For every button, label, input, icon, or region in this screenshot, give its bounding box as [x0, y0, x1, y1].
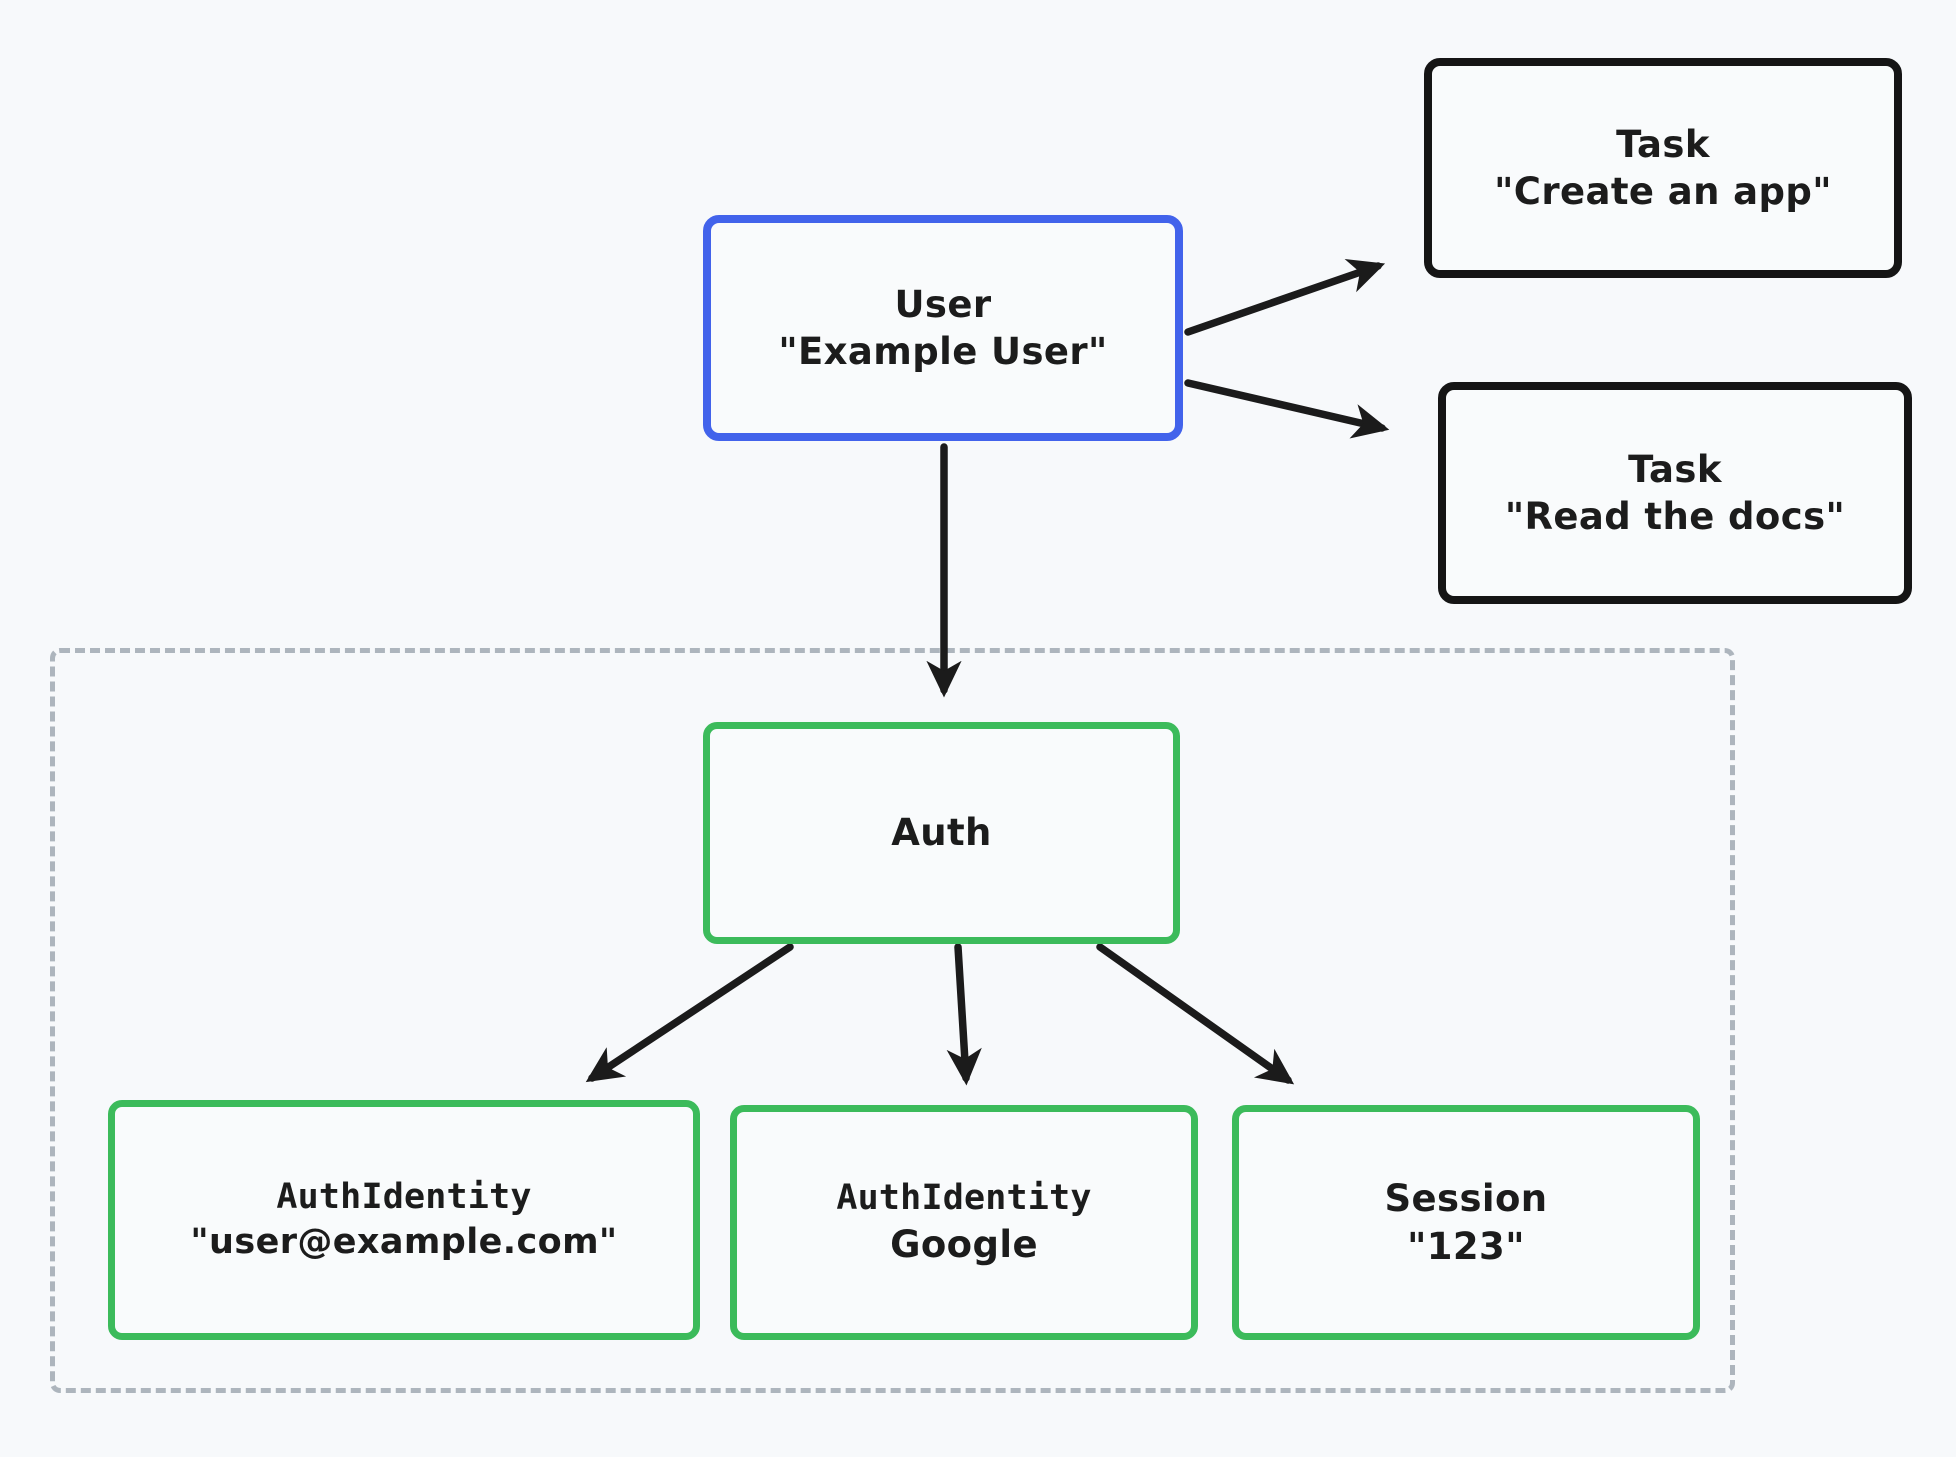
edge-user-to-task-read-docs	[1184, 379, 1390, 439]
node-session-title: Session	[1384, 1177, 1548, 1221]
node-task-create-app-title: Task	[1616, 122, 1710, 166]
node-user[interactable]: User "Example User"	[703, 215, 1183, 441]
node-user-title: User	[894, 282, 992, 326]
node-auth-identity-email-subtitle: "user@example.com"	[190, 1222, 618, 1262]
node-session-subtitle: "123"	[1407, 1224, 1525, 1268]
edge-user-to-task-create-app	[1184, 258, 1386, 336]
node-task-read-docs-title: Task	[1628, 447, 1722, 491]
node-task-create-app-subtitle: "Create an app"	[1494, 170, 1832, 213]
node-task-create-app[interactable]: Task "Create an app"	[1424, 58, 1902, 278]
node-user-subtitle: "Example User"	[778, 330, 1108, 373]
node-auth-title: Auth	[891, 811, 992, 855]
node-auth[interactable]: Auth	[703, 722, 1180, 944]
node-task-read-docs[interactable]: Task "Read the docs"	[1438, 382, 1912, 604]
node-auth-identity-google[interactable]: AuthIdentity Google	[730, 1105, 1198, 1340]
node-task-read-docs-subtitle: "Read the docs"	[1504, 495, 1846, 538]
auth-group-container	[50, 648, 1735, 1393]
node-auth-identity-email[interactable]: AuthIdentity "user@example.com"	[108, 1100, 700, 1340]
node-session[interactable]: Session "123"	[1232, 1105, 1700, 1340]
node-auth-identity-email-title: AuthIdentity	[276, 1177, 532, 1218]
node-auth-identity-google-title: AuthIdentity	[836, 1178, 1092, 1219]
node-auth-identity-google-subtitle: Google	[890, 1223, 1038, 1267]
